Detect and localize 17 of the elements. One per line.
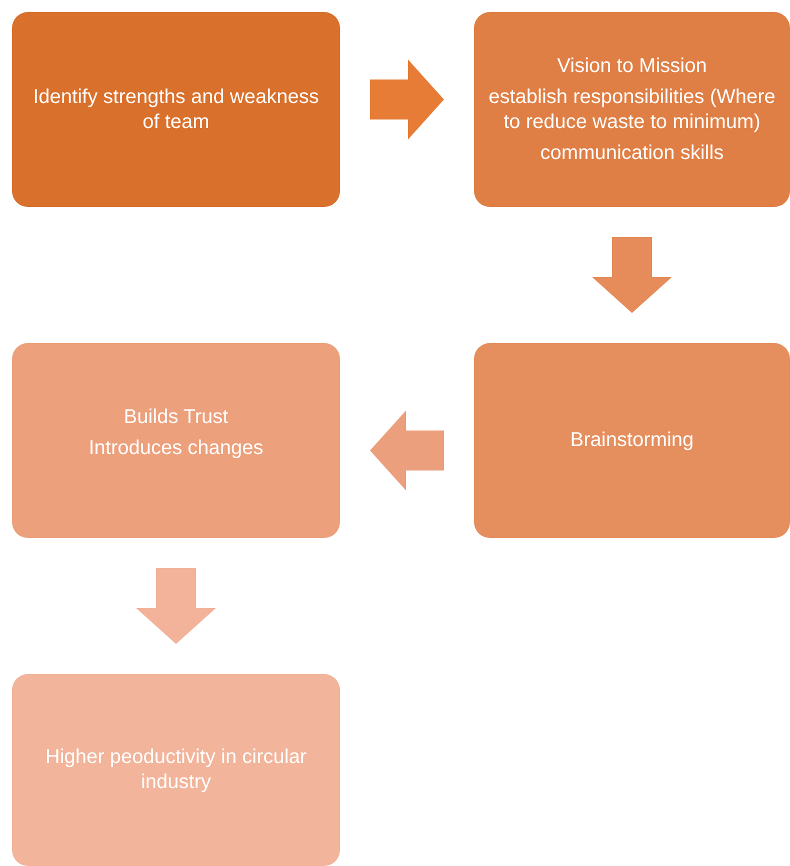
- box-text: communication skills: [540, 140, 724, 166]
- box-text: Identify strengths and weakness of team: [32, 84, 320, 134]
- process-box: [474, 343, 790, 538]
- box-text: Builds Trust: [124, 405, 228, 430]
- box-text: Introduces changes: [88, 436, 264, 461]
- block-arrow: [370, 60, 444, 140]
- process-box: [474, 12, 790, 207]
- block-arrow: [136, 568, 216, 644]
- box-text: Brainstorming: [570, 428, 694, 453]
- block-arrow: [592, 237, 672, 313]
- box-text: establish responsibilities (Where to reduce waste to minimum): [488, 84, 776, 134]
- process-box: [12, 343, 340, 538]
- process-box: [12, 674, 340, 866]
- block-arrow: [370, 410, 444, 490]
- process-box: [12, 12, 340, 207]
- box-text: Vision to Mission: [557, 54, 707, 78]
- box-text: Higher peoductivity in circular industry: [44, 745, 308, 795]
